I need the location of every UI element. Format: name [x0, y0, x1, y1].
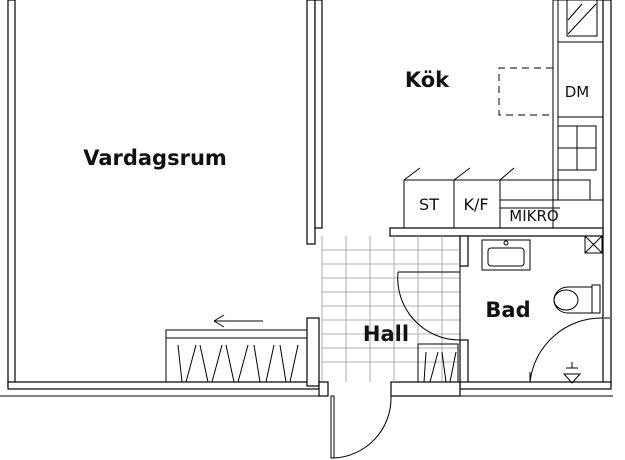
- vent-box: [584, 235, 603, 254]
- wall-entry-right: [390, 381, 461, 397]
- walls: [0, 0, 613, 397]
- doors: [330, 266, 604, 459]
- room-label-living: Vardagsrum: [83, 146, 227, 170]
- wall-bath-bottom: [459, 381, 612, 390]
- kitchen-counter: [403, 0, 604, 229]
- fixture-label-stove: ST: [419, 195, 439, 214]
- entry-door-leaf: [330, 395, 335, 459]
- wall-kitchen-lower: [389, 227, 604, 237]
- floor-drain-icon: [562, 362, 582, 384]
- labels: Vardagsrum Kök Hall Bad ST K/F MIKRO DM: [83, 68, 589, 346]
- fixture-label-dishwasher: DM: [565, 83, 590, 101]
- bathroom-fixtures: [481, 235, 610, 384]
- bath-inner-swing: [529, 317, 604, 383]
- sink: [481, 239, 531, 271]
- wall-left: [7, 0, 16, 387]
- room-label-kitchen: Kök: [405, 68, 450, 92]
- wardrobe: [165, 329, 308, 383]
- wall-bath-left-lower: [459, 339, 469, 387]
- bath-door-swing: [397, 271, 461, 341]
- fixture-label-microwave: MIKRO: [509, 207, 558, 225]
- room-label-bathroom: Bad: [485, 298, 530, 322]
- wall-entry-left: [318, 381, 329, 397]
- wall-bath-left: [459, 235, 469, 267]
- direction-arrow-icon: [213, 314, 263, 328]
- fixture-label-fridge: K/F: [463, 195, 488, 214]
- wall-right: [602, 0, 612, 387]
- toilet: [553, 284, 601, 314]
- entry-door-swing: [333, 395, 392, 459]
- wall-living-kitchen-inner: [314, 0, 323, 229]
- room-label-hall: Hall: [363, 322, 409, 346]
- hall-tile-grid: [321, 236, 460, 382]
- wall-living-kitchen: [306, 0, 316, 245]
- wall-bottom-living: [7, 381, 322, 390]
- hall-wardrobe: [417, 343, 459, 383]
- wall-living-hall-stub: [306, 317, 320, 387]
